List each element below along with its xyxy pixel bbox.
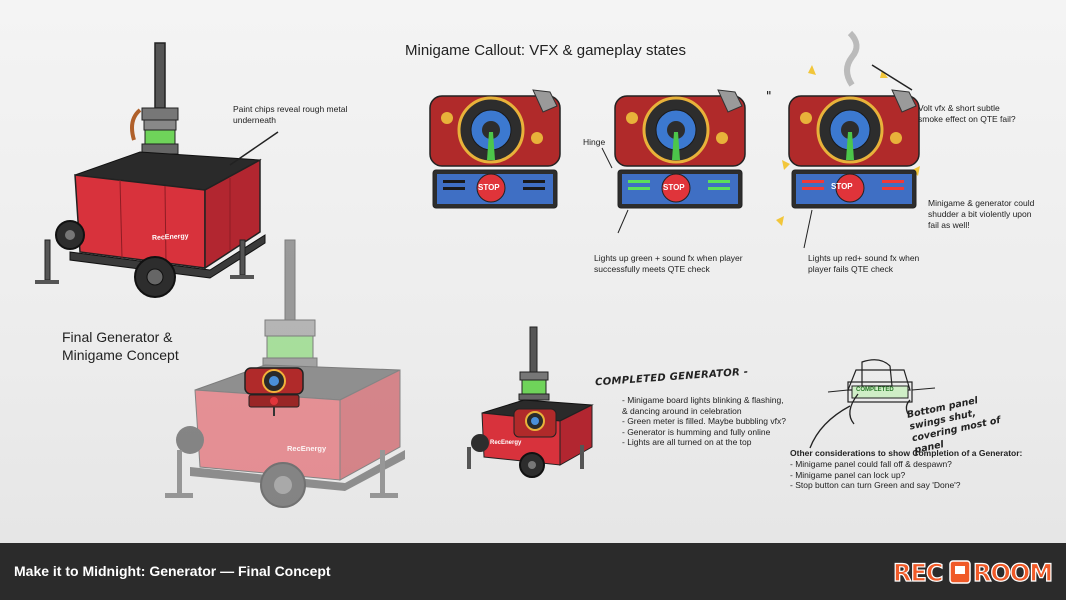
considerations-list: - Minigame panel could fall off & despaw…	[790, 459, 961, 491]
list-item: & dancing around in celebration	[622, 405, 742, 416]
list-item: - Lights are all turned on at the top	[622, 437, 752, 447]
ghost-minigame-panel	[244, 367, 304, 416]
stop-button-1: STOP	[478, 183, 500, 192]
hinge-note: Hinge	[583, 137, 606, 147]
list-item: - Minigame panel can lock up?	[790, 469, 906, 480]
closed-panel-sketch	[809, 359, 936, 449]
concept-title: Final Generator & Minigame Concept	[62, 329, 179, 363]
minigame-callout-title: Minigame Callout: VFX & gameplay states	[405, 42, 686, 59]
completed-brand-label: RecEnergy	[490, 440, 522, 446]
fail-note: Lights up red+ sound fx when player fail…	[808, 253, 920, 274]
paint-chips-note: Paint chips reveal rough metal underneat…	[233, 104, 348, 125]
completed-generator-illustration	[467, 326, 594, 478]
stop-button-3: STOP	[831, 182, 853, 191]
svg-text:ROOM: ROOM	[973, 559, 1052, 587]
success-note: Lights up green + sound fx when player s…	[594, 253, 743, 274]
footer-title: Make it to Midnight: Generator — Final C…	[14, 563, 331, 579]
closed-panel-label: COMPLETED	[856, 387, 894, 393]
ghost-brand-label: RecEnergy	[287, 444, 327, 453]
stop-button-2: STOP	[663, 183, 685, 192]
list-item: - Stop button can turn Green and say 'Do…	[790, 480, 961, 490]
svg-text:": "	[766, 89, 772, 103]
considerations-heading: Other considerations to show Completion …	[790, 448, 1023, 458]
completed-list: - Minigame board lights blinking & flash…	[622, 395, 786, 448]
minigame-panel-success	[601, 89, 746, 234]
shudder-note: Minigame & generator could shudder a bit…	[928, 198, 1035, 230]
volt-note: Volt vfx & short subtle smoke effect on …	[918, 103, 1016, 124]
completed-heading: COMPLETED GENERATOR -	[594, 366, 749, 389]
list-item: - Generator is humming and fully online	[622, 426, 771, 437]
minigame-panel-fail: "	[766, 30, 920, 249]
svg-text:REC: REC	[893, 559, 943, 587]
list-item: - Minigame panel could fall off & despaw…	[790, 459, 952, 469]
main-generator-illustration	[35, 42, 279, 298]
list-item: - Minigame board lights blinking & flash…	[622, 395, 784, 405]
list-item: - Green meter is filled. Maybe bubbling …	[622, 416, 786, 426]
minigame-panel-neutral	[429, 89, 561, 209]
footer-bar: Make it to Midnight: Generator — Final C…	[0, 543, 1066, 600]
rec-room-logo: REC ROOM	[892, 558, 1053, 587]
